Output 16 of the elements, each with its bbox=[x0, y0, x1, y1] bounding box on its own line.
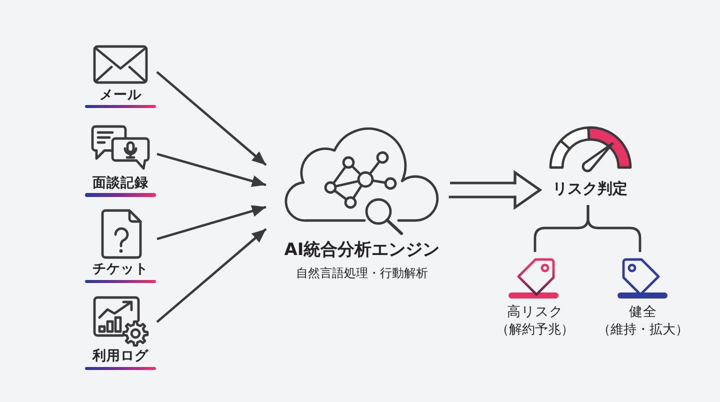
icon-label: メール bbox=[100, 88, 142, 104]
engine-subtitle: 自然言語処理・行動解析 bbox=[296, 267, 428, 281]
arrow bbox=[156, 152, 266, 187]
engine-title: AI統合分析エンジン bbox=[284, 241, 440, 261]
gauge-label: リスク判定 bbox=[552, 180, 628, 198]
tag-label: 健全 bbox=[629, 305, 657, 321]
tag-label: 高リスク bbox=[507, 305, 563, 321]
icon-label: 利用ログ bbox=[92, 349, 148, 365]
tag-sublabel: （維持・拡大） bbox=[598, 324, 688, 338]
arrow bbox=[156, 228, 267, 323]
arrow bbox=[156, 205, 266, 240]
tag-sublabel: （解約予兆） bbox=[496, 324, 574, 338]
icon-label: チケット bbox=[92, 262, 148, 278]
arrow bbox=[156, 71, 267, 166]
icon-label: 面談記録 bbox=[92, 176, 148, 192]
connector-line bbox=[586, 205, 642, 252]
